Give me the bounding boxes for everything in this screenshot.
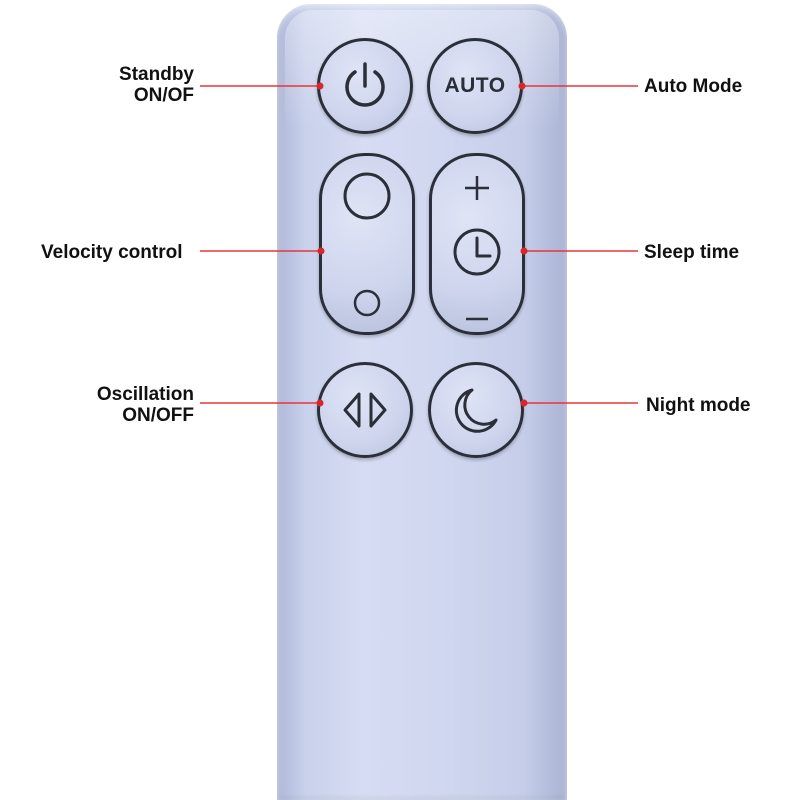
clock-icon	[453, 228, 501, 276]
sleep-timer-icons	[453, 176, 501, 321]
oscillation-label-line2: ON/OFF	[122, 405, 194, 426]
auto-mode-label: Auto Mode	[644, 76, 743, 97]
sleep-timer-button[interactable]	[429, 153, 525, 335]
large-circle-icon	[343, 172, 391, 220]
oscillation-label-line1: Oscillation	[96, 384, 194, 405]
night-mode-button[interactable]	[428, 362, 524, 458]
sleep-time-label: Sleep time	[644, 242, 740, 263]
velocity-control-label: Velocity control	[41, 242, 183, 263]
standby-label-line2: ON/OF	[133, 85, 194, 106]
left-right-triangles-icon	[343, 392, 387, 428]
velocity-icons	[343, 172, 391, 317]
crescent-moon-icon	[454, 388, 498, 433]
standby-label: Standby ON/OF	[94, 64, 194, 106]
plus-icon	[465, 176, 489, 200]
oscillation-label: Oscillation ON/OFF	[76, 384, 194, 426]
oscillation-button[interactable]	[317, 362, 413, 458]
night-mode-label: Night mode	[646, 395, 751, 416]
velocity-control-button[interactable]	[319, 153, 415, 335]
small-circle-icon	[353, 289, 381, 317]
power-icon	[345, 62, 385, 107]
auto-button[interactable]: AUTO	[427, 38, 523, 134]
standby-button[interactable]	[317, 38, 413, 134]
standby-label-line1: Standby	[119, 64, 194, 85]
auto-button-label: AUTO	[444, 74, 506, 97]
